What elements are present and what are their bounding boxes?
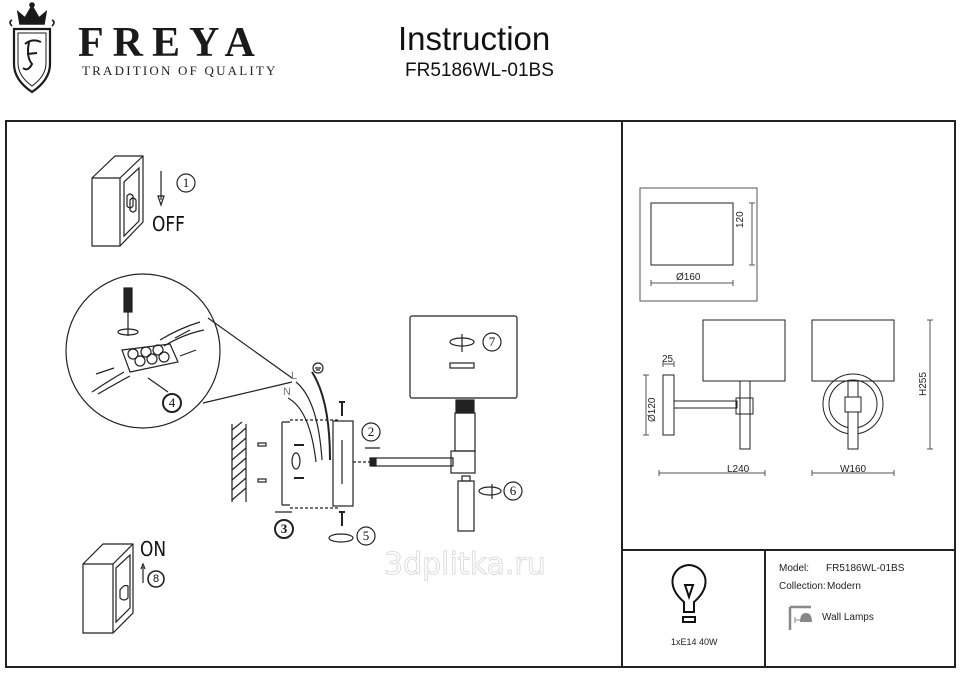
collection-label: Collection: xyxy=(779,581,826,592)
model-label: Model: xyxy=(779,563,810,574)
bulb-spec: 1xE14 40W xyxy=(671,637,718,647)
wire-neutral-label: N xyxy=(283,386,291,398)
step-7-badge xyxy=(482,332,502,352)
model-value: FR5186WL-01BS xyxy=(826,563,905,574)
step-8-number: 8 xyxy=(152,573,160,585)
step-2-number: 2 xyxy=(367,424,375,439)
dimension-top-height: 120 xyxy=(735,211,746,228)
panel-divider-horizontal xyxy=(621,549,954,551)
step-7-number: 7 xyxy=(488,334,496,349)
watermark: 3dplitka.ru xyxy=(384,547,547,582)
brand-tagline: TRADITION OF QUALITY xyxy=(82,63,278,78)
instruction-frame xyxy=(5,120,956,668)
on-label: ON xyxy=(140,537,167,561)
terminal-block-detail xyxy=(65,273,293,429)
dimension-top-diameter: Ø160 xyxy=(676,272,701,283)
off-label: OFF xyxy=(152,212,185,236)
step-4-badge xyxy=(162,393,182,413)
wire-live-label: L xyxy=(291,370,298,382)
step-5-badge xyxy=(356,526,376,546)
dimension-base-diameter: Ø120 xyxy=(647,397,658,422)
step-3-badge xyxy=(274,519,294,539)
document-title: Instruction xyxy=(398,20,551,57)
panel-divider-vertical xyxy=(621,120,623,666)
step-6-badge xyxy=(503,481,523,501)
lamp-body xyxy=(369,315,518,532)
light-bulb-icon xyxy=(671,563,707,623)
wall-bracket xyxy=(231,401,380,543)
step-4-number: 4 xyxy=(168,395,176,410)
brand-logo-icon xyxy=(9,2,55,94)
brand-name: FREYA xyxy=(78,20,264,66)
switch-on-illustration xyxy=(82,543,146,634)
dimension-width: W160 xyxy=(840,464,867,475)
collection-value: Modern xyxy=(827,581,861,592)
document-model-number: FR5186WL-01BS xyxy=(405,60,554,81)
category-label: Wall Lamps xyxy=(822,612,874,623)
wall-lamp-icon xyxy=(788,605,812,630)
step-2-badge xyxy=(361,422,381,442)
step-5-number: 5 xyxy=(362,528,370,543)
spec-divider xyxy=(764,550,766,666)
step-1-number: 1 xyxy=(182,175,190,190)
dimension-length: L240 xyxy=(727,464,750,475)
switch-off-illustration xyxy=(91,155,165,247)
dimension-height: H255 xyxy=(918,372,929,396)
step-3-number: 3 xyxy=(280,521,288,536)
top-view-box xyxy=(639,187,758,302)
step-8-badge xyxy=(147,570,165,588)
step-6-number: 6 xyxy=(509,483,517,498)
dimension-base-depth: 25 xyxy=(662,354,674,365)
step-1-badge xyxy=(176,173,196,193)
